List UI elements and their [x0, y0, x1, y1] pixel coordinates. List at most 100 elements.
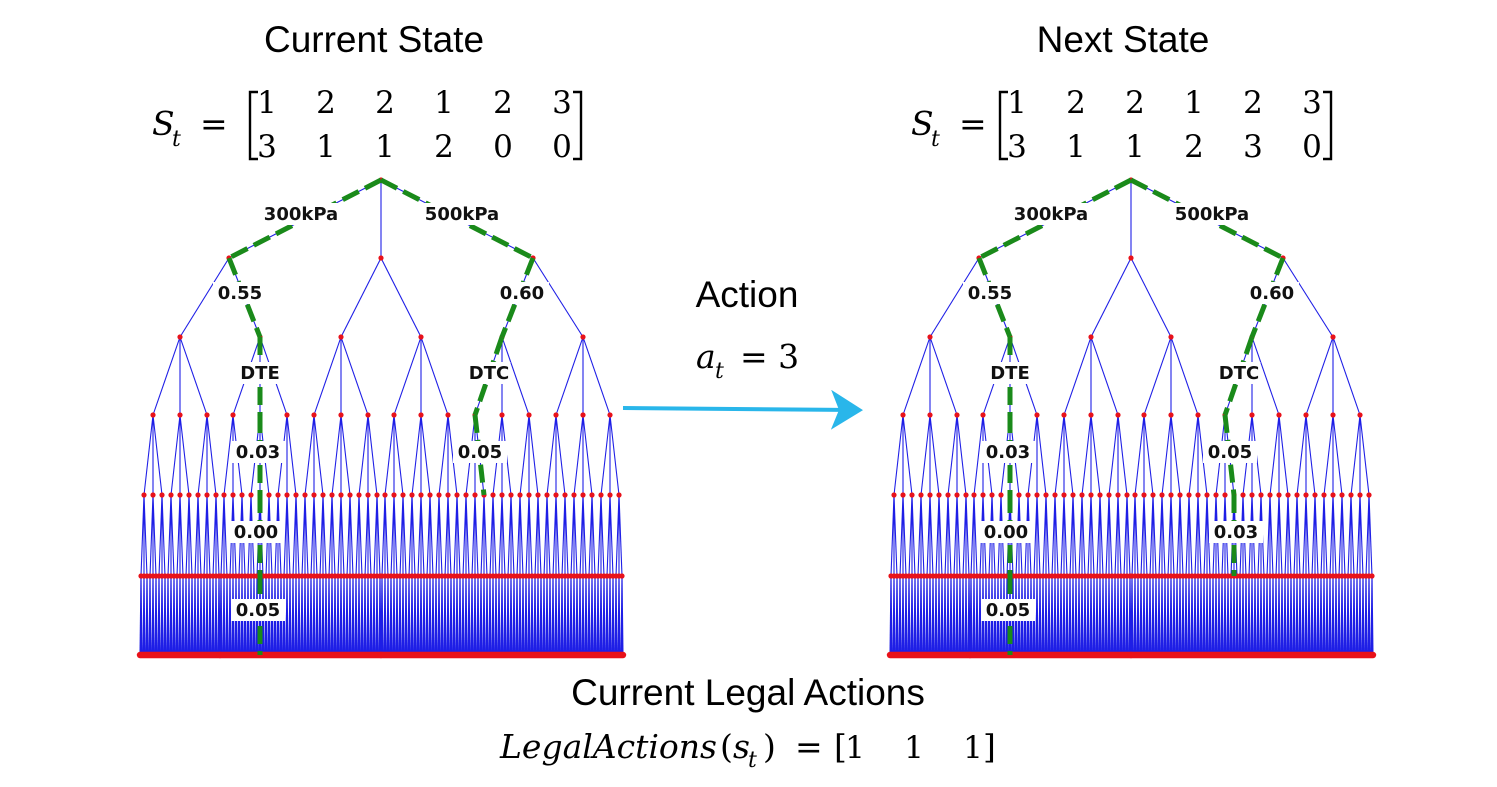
tree-edge	[1066, 575, 1069, 656]
tree-edge	[540, 575, 543, 656]
state-symbol: S	[152, 104, 175, 143]
tree-edge	[286, 575, 289, 656]
tree-edge	[1155, 575, 1158, 656]
tree-edge	[510, 494, 515, 577]
tree-edge	[1239, 575, 1242, 656]
tree-edge	[1305, 575, 1308, 656]
tree-edge	[1260, 575, 1263, 656]
tree-edge	[1054, 494, 1059, 577]
tree-edge	[893, 414, 904, 496]
matrix-cell: 0	[552, 129, 572, 165]
tree-edge	[295, 575, 298, 656]
tree-edge	[405, 575, 408, 656]
tree-edge-label: 0.55	[968, 283, 1012, 304]
tree-edge	[340, 575, 343, 656]
tree-node	[382, 492, 388, 498]
tree-edge	[384, 414, 395, 496]
tree-edge	[534, 575, 537, 656]
tree-edge	[1143, 575, 1146, 656]
tree-edge	[1350, 414, 1361, 496]
legal-close-paren: )	[763, 727, 776, 766]
tree-edge	[1090, 575, 1093, 656]
tree-edge	[920, 414, 931, 496]
tree-node	[616, 492, 622, 498]
tree-edge	[504, 575, 507, 656]
tree-edge	[1161, 414, 1172, 496]
tree-edge	[1329, 575, 1332, 656]
tree-edge	[495, 575, 498, 656]
tree-edge	[319, 575, 322, 656]
tree-node	[1348, 492, 1354, 498]
tree-edge	[1090, 494, 1095, 577]
tree-node	[1339, 492, 1345, 498]
tree-edge	[1203, 575, 1206, 656]
tree-edge	[956, 414, 967, 496]
tree-edge	[516, 575, 519, 656]
tree-edge	[588, 575, 591, 656]
tree-node	[1168, 492, 1174, 498]
tree-edge	[447, 575, 450, 656]
tree-node	[980, 412, 986, 418]
tree-edge	[1245, 575, 1248, 656]
tree-edge-label: 0.55	[218, 283, 262, 304]
tree-edge	[1218, 575, 1221, 656]
tree-node	[1222, 492, 1228, 498]
tree-edge	[1188, 414, 1199, 496]
tree-edge	[1278, 575, 1281, 656]
tree-edge	[289, 575, 292, 656]
tree-edge	[465, 494, 470, 577]
tree-node	[1132, 492, 1138, 498]
tree-edge	[322, 575, 325, 656]
tree-edge	[361, 575, 364, 656]
tree-edge	[453, 575, 456, 656]
tree-edge	[893, 575, 896, 656]
tree-edge	[1254, 575, 1257, 656]
tree-edge	[1350, 575, 1353, 656]
tree-edge	[358, 414, 369, 496]
tree-node	[1258, 492, 1264, 498]
tree-edge	[1096, 575, 1099, 656]
tree-edge	[618, 575, 621, 656]
tree-edge	[929, 575, 932, 656]
tree-edge-label: 0.03	[236, 442, 280, 463]
tree-node	[436, 492, 442, 498]
tree-edge	[447, 494, 452, 577]
tree-edge	[146, 575, 149, 656]
tree-label-bg	[231, 441, 285, 463]
tree-edge	[1326, 575, 1329, 656]
matrix-cell: 2	[434, 129, 454, 165]
tree-edge	[973, 494, 978, 577]
tree-edge	[1242, 575, 1245, 656]
tree-edge	[1161, 575, 1164, 656]
tree-edge	[334, 575, 337, 656]
action-subscript: t	[715, 359, 724, 384]
tree-edge	[456, 494, 461, 577]
tree-edge	[358, 494, 363, 577]
tree-edge	[170, 414, 181, 496]
tree-edge	[609, 494, 614, 577]
tree-edge	[486, 575, 489, 656]
tree-node	[150, 412, 156, 418]
tree-node	[989, 492, 995, 498]
tree-edge	[176, 575, 179, 656]
tree-edge	[606, 575, 609, 656]
tree-node	[1070, 492, 1076, 498]
tree-edge	[483, 494, 488, 577]
tree-edge	[501, 494, 506, 577]
tree-node	[230, 412, 236, 418]
tree-edge	[179, 257, 230, 338]
tree-edge	[340, 494, 345, 577]
tree-edge	[1233, 575, 1236, 656]
current-state-title: Current State	[264, 19, 484, 60]
tree-node	[580, 412, 586, 418]
tree-edge	[573, 575, 576, 656]
tree-edge	[1335, 575, 1338, 656]
tree-edge	[1317, 575, 1320, 656]
tree-edge	[343, 575, 346, 656]
tree-edge	[438, 575, 441, 656]
tree-edge	[1081, 494, 1086, 577]
tree-edge	[935, 575, 938, 656]
tree-edge	[1323, 494, 1328, 577]
tree-edge	[965, 494, 970, 577]
tree-label-bg	[981, 441, 1035, 463]
